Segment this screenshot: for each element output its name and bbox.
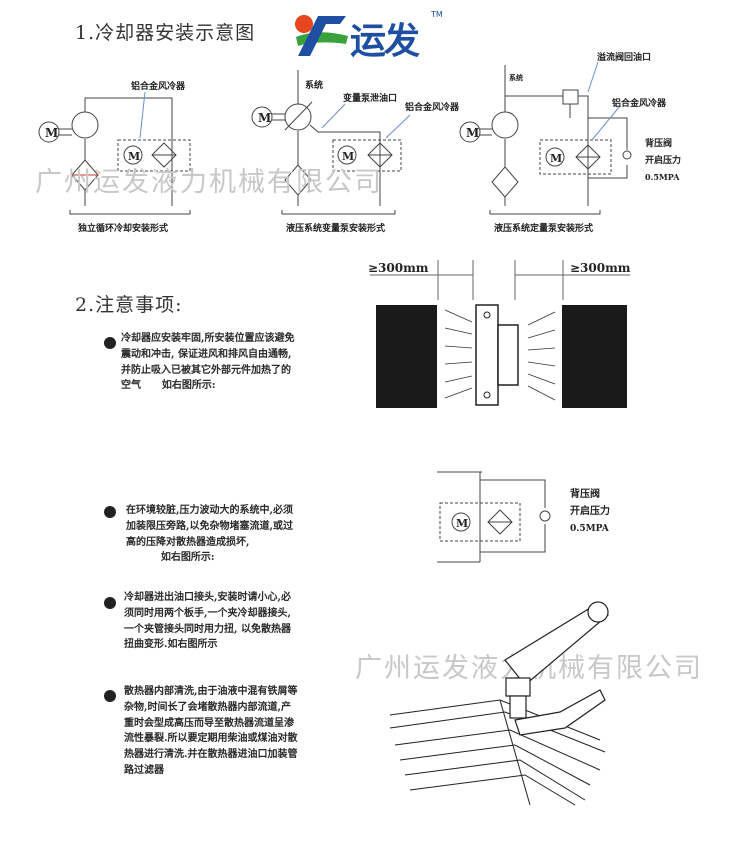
motor-icon	[38, 121, 60, 143]
bullet-icon	[104, 337, 116, 349]
motor-icon	[459, 121, 481, 143]
d3-relief-label: 溢流阀回油口	[597, 51, 651, 63]
d3-motor-label: M	[466, 126, 479, 140]
d3-caption: 液压系统定量泵安装形式	[494, 222, 593, 234]
d2-cooler-motor: M	[342, 150, 354, 163]
d3-cooler-motor: M	[550, 152, 562, 165]
bypass-diagram	[437, 471, 551, 563]
wrench-lower-icon	[514, 689, 606, 736]
diagram1-circuit	[38, 91, 191, 215]
d2-caption: 液压系统变量泵安装形式	[286, 222, 385, 234]
motor-icon	[251, 106, 273, 128]
back-pressure-valve-icon	[539, 510, 551, 522]
d2-drain-label: 变量泵泄油口	[343, 92, 397, 104]
logo-tm: TM	[431, 10, 443, 19]
bypass-motor: M	[456, 517, 468, 530]
d3-cooler-label: 铝合金风冷器	[612, 97, 667, 109]
company-logo: 运发 TM	[288, 10, 448, 62]
filter-icon	[284, 164, 312, 196]
wrench-illustration	[389, 601, 609, 806]
relief-valve-icon	[562, 89, 579, 105]
d3-pressure-value: 0.5MPA	[645, 172, 680, 182]
d1-motor-label: M	[45, 126, 58, 140]
cooler-box	[117, 139, 191, 172]
pump-icon	[71, 111, 99, 139]
d1-cooler-motor: M	[128, 150, 140, 163]
bullet-icon	[104, 690, 116, 702]
obstacle-right	[562, 305, 627, 408]
section1-title: 1.冷却器安装示意图	[75, 22, 256, 44]
clearance-left-label: ≥300mm	[368, 261, 429, 275]
d2-system-label: 系统	[305, 79, 323, 91]
d2-cooler-label: 铝合金风冷器	[405, 101, 460, 113]
pump-icon	[491, 111, 519, 139]
diagram2-circuit	[251, 70, 411, 215]
d1-caption: 独立循环冷却安装形式	[77, 222, 168, 234]
bypass-pressure-value: 0.5MPA	[570, 524, 610, 534]
obstacle-left	[376, 305, 437, 408]
d3-open-pressure: 开启压力	[645, 154, 681, 166]
filter-icon	[491, 166, 519, 198]
bullet-icon	[104, 597, 116, 609]
watermark: 广州运发液力机械有限公司	[355, 653, 703, 684]
cooler-side-icon	[475, 304, 499, 406]
note-2: 在环境较脏,压力波动大的系统中,必须加装限压旁路,以免杂物堵塞流道,或过高的压降…	[126, 505, 293, 564]
note-3: 冷却器进出油口接头,安装时请小心,必须同时用两个板手,一个夹冷却器接头,一个夹管…	[124, 592, 291, 651]
back-pressure-valve-icon	[622, 150, 632, 160]
section2-title: 2.注意事项:	[75, 294, 183, 316]
d3-system-label: 系统	[509, 73, 523, 82]
clearance-right-label: ≥300mm	[570, 261, 631, 275]
bullet-icon	[104, 506, 116, 518]
clearance-diagram	[370, 260, 630, 408]
diagram3-circuit	[459, 61, 632, 215]
watermark: 广州运发液力机械有限公司	[35, 167, 383, 198]
installation-diagrams: 铝合金风冷器 M M 独立循环冷却安装形式 系统 变量泵泄油口 铝合金风冷器 M…	[38, 51, 681, 234]
bypass-back-valve: 背压阀	[570, 487, 600, 500]
d2-motor-label: M	[258, 111, 271, 125]
note-1: 冷却器应安装牢固,所安装位置应该避免震动和冲击, 保证进风和排风自由通畅,并防止…	[121, 333, 295, 392]
d3-back-valve: 背压阀	[645, 137, 672, 149]
logo-mark-icon	[295, 15, 348, 56]
logo-text: 运发	[350, 21, 420, 62]
d1-cooler-label: 铝合金风冷器	[131, 80, 186, 92]
note-4: 散热器内部清洗,由于油液中混有铁屑等杂物,时间长了会堵散热器内部流道,产重时会型…	[124, 686, 298, 776]
bypass-open-pressure: 开启压力	[570, 504, 610, 517]
